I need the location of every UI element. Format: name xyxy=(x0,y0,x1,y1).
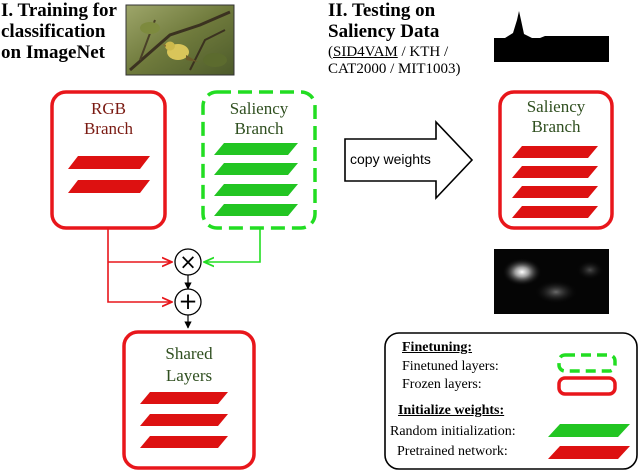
legend-finetuned-swatch xyxy=(557,353,617,373)
add-symbol: + xyxy=(178,289,198,315)
dataset-sid4vam: SID4VAM xyxy=(333,44,398,60)
shared-layer-2 xyxy=(140,414,228,426)
dataset-list-line1: (SID4VAM / KTH / xyxy=(328,44,448,61)
rgb-branch-layers xyxy=(68,156,150,193)
right-heading-line2: Saliency Data xyxy=(328,21,440,42)
saliency-layer-2 xyxy=(214,163,298,175)
legend-pretrained: Pretrained network: xyxy=(397,444,508,459)
left-heading-line3: on ImageNet xyxy=(1,42,105,63)
test-saliency-branch-layers xyxy=(512,146,598,218)
legend-random-swatch xyxy=(548,424,630,437)
saliency-branch-layers xyxy=(214,143,298,216)
saliency-branch-label-line1: Saliency xyxy=(229,99,289,118)
legend-frozen-layers: Frozen layers: xyxy=(402,377,482,392)
shared-layers-box xyxy=(122,330,256,470)
test-layer-2 xyxy=(512,166,598,178)
saliency-prediction-map xyxy=(494,249,609,314)
shared-layer-1 xyxy=(140,392,228,404)
rgb-branch-label-line1: RGB xyxy=(91,99,126,118)
saliency-branch-box xyxy=(201,90,317,230)
multiply-operator xyxy=(174,248,202,276)
imagenet-sample-photo xyxy=(125,4,235,76)
shared-layer-3 xyxy=(140,436,228,448)
legend-frozen-swatch xyxy=(557,376,617,396)
rgb-branch-label-line2: Branch xyxy=(83,119,134,138)
copy-weights-arrow xyxy=(344,119,474,201)
dataset-list-line2: CAT2000 / MIT1003) xyxy=(328,61,461,77)
dataset-paren-open: ( xyxy=(328,44,333,60)
left-heading-line1: I. Training for xyxy=(1,0,117,21)
shared-layers-label-line2: Layers xyxy=(165,366,213,385)
test-layer-3 xyxy=(512,186,598,198)
legend-random-init: Random initialization: xyxy=(390,424,516,439)
shared-layers-stack xyxy=(140,392,228,448)
saliency-layer-3 xyxy=(214,184,298,196)
branch-connectors xyxy=(107,228,261,329)
test-layer-4 xyxy=(512,206,598,218)
shared-layers-label-line1: Shared xyxy=(165,344,213,363)
dataset-list-rest: / KTH / xyxy=(397,44,449,60)
test-layer-1 xyxy=(512,146,598,158)
saliency-layer-4 xyxy=(214,204,298,216)
saliency-layer-1 xyxy=(214,143,298,155)
legend-init-title: Initialize weights: xyxy=(398,403,505,418)
left-heading-line2: classification xyxy=(1,21,106,42)
multiply-symbol: × xyxy=(179,250,197,274)
test-saliency-branch-label-line1: Saliency xyxy=(526,97,586,116)
add-operator xyxy=(174,288,202,316)
saliency-ground-truth-map xyxy=(494,5,609,62)
legend-finetuning-title: Finetuning: xyxy=(402,340,473,355)
rgb-layer-1 xyxy=(68,156,150,169)
copy-weights-label: copy weights xyxy=(350,151,431,167)
legend-pretrained-swatch xyxy=(548,446,630,459)
right-heading-line1: II. Testing on xyxy=(328,0,436,21)
legend-finetuned-layers: Finetuned layers: xyxy=(402,359,499,374)
test-saliency-branch-label-line2: Branch xyxy=(531,117,581,136)
rgb-layer-2 xyxy=(68,180,150,193)
saliency-branch-label-line2: Branch xyxy=(234,119,284,138)
test-saliency-branch-box xyxy=(498,90,614,230)
